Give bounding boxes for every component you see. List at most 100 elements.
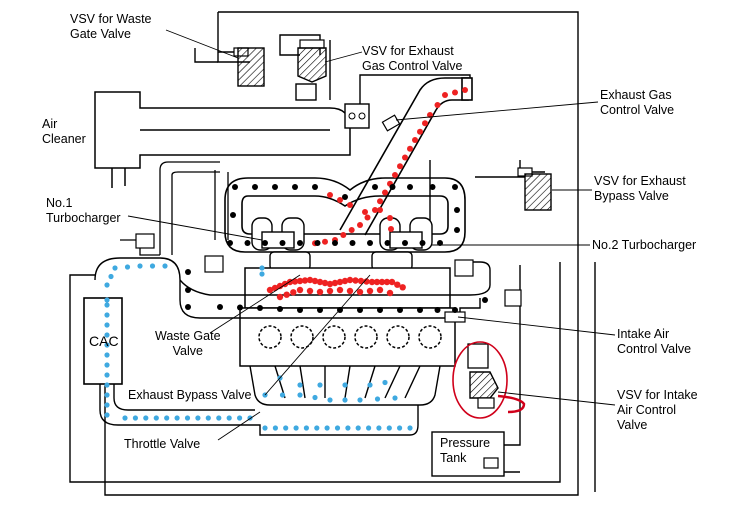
label-vsv-exhaust-bypass: VSV for Exhaust Bypass Valve	[594, 174, 686, 204]
intake-dot	[164, 415, 170, 421]
intake-dot	[104, 372, 110, 378]
manifold-dot	[342, 194, 348, 200]
leader-lines	[127, 29, 616, 441]
label-line: VSV for Waste	[70, 12, 152, 26]
label-vsv-intake-air: VSV for Intake Air Control Valve	[617, 388, 698, 433]
intercooler-piping	[94, 257, 491, 436]
exhaust-dot	[383, 278, 391, 286]
exhaust-dot	[346, 276, 354, 284]
intake-dot	[366, 425, 372, 431]
exhaust-dot	[306, 287, 314, 295]
manifold-dot	[277, 306, 283, 312]
intake-dot	[104, 402, 110, 408]
manifold-dot	[377, 307, 383, 313]
intake-dot	[108, 273, 114, 280]
manifold-dot	[314, 240, 321, 246]
air-cleaner	[94, 91, 351, 188]
intake-dot	[297, 382, 303, 388]
exhaust-dot	[362, 209, 368, 215]
manifold-dot	[312, 184, 318, 190]
intake-dot	[104, 282, 110, 288]
label-throttle: Throttle Valve	[124, 437, 201, 451]
intake-dot	[297, 392, 303, 398]
actuators	[135, 233, 522, 323]
label-line: Intake Air	[617, 327, 670, 341]
label-line: Bypass Valve	[594, 189, 669, 203]
label-line: Control Valve	[600, 103, 675, 117]
label-exhaust-bypass: Exhaust Bypass Valve	[128, 388, 252, 402]
manifold-dot	[452, 307, 458, 313]
exhaust-dot	[331, 279, 339, 287]
manifold-dot	[434, 307, 441, 313]
manifold-dot	[227, 240, 233, 246]
intake-dot	[122, 415, 128, 421]
label-line: VSV for Exhaust	[594, 174, 686, 188]
exhaust-dot	[452, 89, 458, 96]
intake-dot	[104, 382, 110, 388]
label-line: No.1	[46, 196, 73, 210]
label-line: Turbocharger	[46, 211, 121, 225]
intake-dot	[104, 392, 110, 398]
intake-dot	[334, 425, 341, 431]
exhaust-dot	[348, 227, 355, 233]
intake-dot	[303, 425, 309, 431]
exhaust-dot	[366, 287, 374, 295]
highlight-circle	[452, 341, 508, 419]
intake-dot	[124, 264, 131, 270]
label-intake-air-control: Intake Air Control Valve	[617, 327, 691, 357]
exhaust-dot	[388, 226, 394, 232]
exhaust-dot	[387, 215, 393, 221]
intake-dot	[104, 412, 110, 418]
exhaust-dot	[357, 222, 363, 228]
intake-dot	[312, 394, 318, 401]
exhaust-dot	[357, 277, 365, 285]
exhaust-dot	[356, 288, 364, 296]
intake-dot	[376, 425, 382, 431]
exhaust-dot	[316, 288, 324, 296]
exhaust-manifold-flow	[185, 184, 488, 313]
exhaust-dot	[386, 289, 394, 297]
intake-dot	[374, 396, 381, 402]
intake-dot	[314, 425, 320, 431]
manifold-dot	[407, 184, 413, 190]
exhaust-dot	[326, 280, 334, 288]
manifold-dot	[397, 307, 403, 313]
manifold-dot	[429, 184, 436, 190]
label-line: VSV for Intake	[617, 388, 698, 402]
intake-ducts	[120, 161, 229, 256]
intake-dot	[324, 425, 330, 431]
exhaust-dot	[311, 277, 319, 285]
manifold-dot	[217, 304, 223, 310]
manifold-dot	[279, 240, 286, 246]
manifold-dot	[389, 184, 396, 190]
exhaust-dot	[301, 277, 309, 284]
intake-dot	[184, 415, 191, 421]
intake-dot	[104, 302, 110, 308]
exhaust-dot	[336, 286, 344, 294]
exhaust-dot	[372, 207, 378, 213]
cac-box	[83, 297, 123, 385]
intake-dot	[355, 425, 361, 431]
exhaust-dot	[306, 276, 314, 284]
intake-dot	[345, 425, 351, 431]
label-line: Control Valve	[617, 342, 692, 356]
intake-dot	[195, 415, 201, 421]
turbocharger-1	[251, 217, 311, 271]
exhaust-dot	[442, 92, 448, 98]
exhaust-dot	[296, 286, 304, 294]
intake-dot	[262, 425, 268, 431]
exhaust-dot	[402, 154, 408, 161]
manifold-dot	[237, 304, 243, 311]
label-vsv-waste-gate: VSV for Waste Gate Valve	[70, 12, 152, 42]
intake-dot	[293, 425, 299, 431]
exhaust-dot	[417, 128, 423, 135]
intake-dot	[407, 425, 413, 431]
exhaust-dot	[327, 192, 333, 198]
intake-dot	[226, 415, 232, 421]
manifold-dot	[454, 207, 460, 213]
exhaust-dot	[340, 232, 347, 238]
label-vsv-exhaust-gas: VSV for Exhaust Gas Control Valve	[362, 44, 463, 74]
intake-dot	[104, 297, 110, 303]
pressure-tank-box	[431, 431, 505, 477]
manifold-dot	[297, 240, 303, 246]
